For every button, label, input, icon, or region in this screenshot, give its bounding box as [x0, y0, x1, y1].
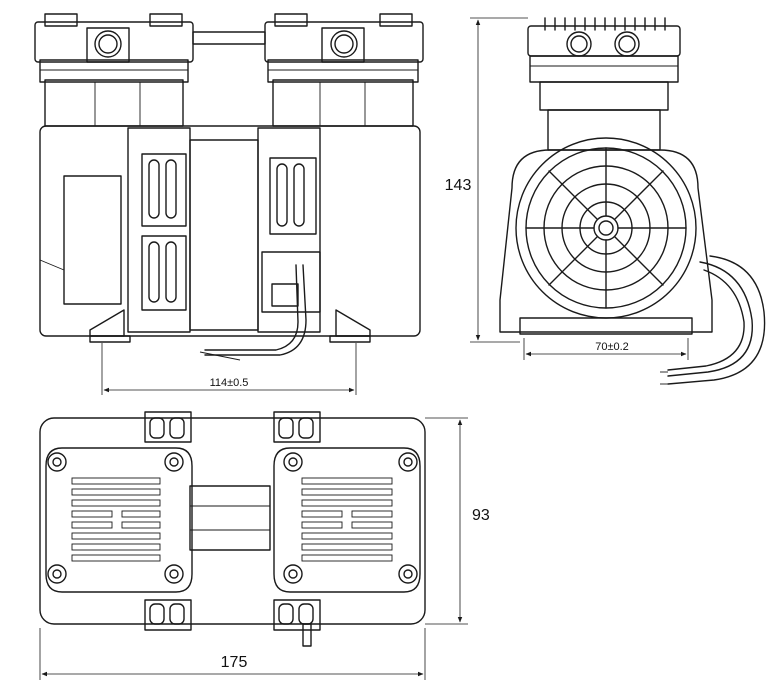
top-right-fins	[301, 477, 393, 562]
front-left-head	[34, 13, 194, 127]
side-head	[527, 17, 681, 151]
dimension-114: 114±0.5	[101, 343, 357, 395]
top-left-fins	[71, 477, 161, 562]
dimension-70-label: 70±0.2	[595, 341, 629, 353]
dimension-143-label: 143	[445, 177, 472, 194]
top-left-head	[45, 447, 193, 593]
dimension-93-label: 93	[472, 507, 490, 524]
side-view: 143 70±0.2	[440, 17, 766, 385]
dimension-175: 175	[39, 628, 426, 680]
side-fan-cover	[515, 137, 697, 319]
front-body	[39, 125, 421, 361]
front-right-head	[264, 13, 424, 127]
side-head-fins	[544, 17, 666, 31]
dimension-143: 143	[440, 17, 528, 343]
dimension-175-label: 175	[221, 654, 248, 671]
top-right-head	[273, 447, 421, 593]
side-fan-spokes	[525, 147, 687, 309]
front-view: 114±0.5	[34, 13, 424, 395]
dimension-93: 93	[425, 417, 490, 625]
dimension-114-label: 114±0.5	[210, 377, 249, 389]
top-view: 93 175	[39, 411, 490, 680]
dimension-70: 70±0.2	[523, 338, 689, 360]
